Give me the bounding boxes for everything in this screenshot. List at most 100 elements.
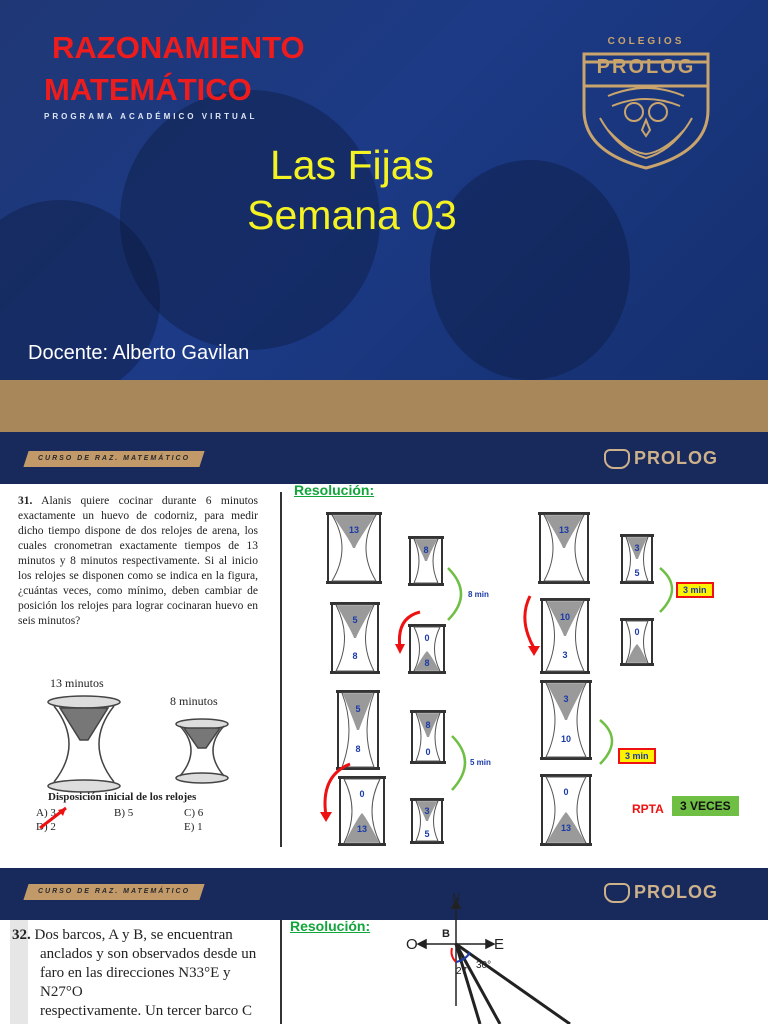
owl-icon xyxy=(603,883,630,904)
problem-31-slide: 31. Alanis quiere cocinar durante 6 minu… xyxy=(0,482,768,864)
course-title-line1: RAZONAMIENTO xyxy=(52,30,305,65)
hourglass-icon xyxy=(408,536,444,586)
angle-27-label: 27° xyxy=(456,966,472,977)
hourglass-bottom-number: 5 xyxy=(634,568,640,578)
problem-number: 32. xyxy=(12,927,31,943)
hourglass-icon xyxy=(540,598,590,674)
hourglass-top-number: 3 xyxy=(563,694,569,705)
hourglass-icon xyxy=(410,710,446,764)
hourglass-top-number: 0 xyxy=(359,788,365,799)
course-title-line2: MATEMÁTICO xyxy=(44,72,252,107)
column-divider xyxy=(280,492,282,847)
hourglass-bottom-number: 3 xyxy=(562,649,568,660)
step-label: 8 min xyxy=(468,590,489,599)
header-brand-text: PROLOG xyxy=(633,448,718,468)
problem-32-statement: 32. Dos barcos, A y B, se encuentran anc… xyxy=(12,926,274,1021)
title-slide: RAZONAMIENTO MATEMÁTICO PROGRAMA ACADÉMI… xyxy=(0,0,768,380)
transition-arrows xyxy=(320,567,674,822)
hourglass-top-number: 8 xyxy=(423,545,429,555)
hourglass-icon xyxy=(540,774,592,846)
hourglass-top-number: 13 xyxy=(558,524,569,535)
hourglass-icon xyxy=(330,602,380,674)
option-e: E) 1 xyxy=(184,821,203,833)
step-label-boxed: 3 min xyxy=(618,748,656,764)
step-label: 5 min xyxy=(470,758,491,767)
hourglass-bottom-number: 0 xyxy=(425,746,431,757)
hourglass-icon xyxy=(326,512,382,584)
hourglass-icon xyxy=(338,776,386,846)
hourglass-top-number: 0 xyxy=(563,786,569,797)
hourglass-bottom-number: 8 xyxy=(355,744,361,755)
answer-value: 3 VECES xyxy=(672,796,739,816)
hourglass-icon xyxy=(620,618,654,666)
compass-west-label: O xyxy=(406,936,418,953)
option-a: A) 3 xyxy=(36,807,56,819)
compass-north-label: N xyxy=(452,892,460,904)
week-title: Semana 03 xyxy=(247,192,457,238)
problem-number: 31. xyxy=(18,495,33,507)
column-divider xyxy=(280,920,282,1024)
logo-prolog-text: PROLOG xyxy=(596,56,696,78)
header-brand-text: PROLOG xyxy=(633,882,718,902)
compass-east-label: E xyxy=(494,936,505,953)
problem-31-statement: 31. Alanis quiere cocinar durante 6 minu… xyxy=(18,494,258,629)
hourglass-top-number: 3 xyxy=(634,543,640,553)
label-8-minutes: 8 minutos xyxy=(170,694,218,708)
problem-32-slide: 32. Dos barcos, A y B, se encuentran anc… xyxy=(0,892,768,1024)
background-photo-shape xyxy=(430,160,630,380)
hourglass-icon xyxy=(408,624,446,674)
compass-diagram xyxy=(416,898,571,1024)
hourglass-top-number: 8 xyxy=(425,719,431,730)
hourglass-top-number: 10 xyxy=(559,611,570,622)
prolog-logo: COLEGIOS PROLOG xyxy=(578,36,714,170)
header-brand: PROLOG xyxy=(603,448,718,470)
answer-label: RPTA xyxy=(632,802,664,816)
hourglass-figure xyxy=(47,695,229,793)
option-b: B) 5 xyxy=(114,807,134,819)
course-tag: CURSO DE RAZ. MATEMÁTICO xyxy=(23,884,205,900)
hourglass-icon xyxy=(538,512,590,584)
hourglass-icon xyxy=(620,534,654,584)
course-tag-text: CURSO DE RAZ. MATEMÁTICO xyxy=(37,888,191,895)
hourglass-top-number: 3 xyxy=(424,806,430,817)
header-brand: PROLOG xyxy=(603,882,718,904)
hourglass-icon xyxy=(410,798,444,844)
hourglass-top-number: 0 xyxy=(424,633,430,643)
hourglass-top-number: 5 xyxy=(352,614,358,625)
resolution-title: Resolución: xyxy=(290,918,371,934)
topic-title: Las Fijas xyxy=(269,142,435,188)
hourglass-bottom-number: 5 xyxy=(424,829,430,840)
slide-header: CURSO DE RAZ. MATEMÁTICO PROLOG xyxy=(0,432,768,484)
problem-line: Dos barcos, A y B, se encuentran xyxy=(34,927,233,943)
hourglass-icon xyxy=(336,690,380,770)
angle-30-label: 30° xyxy=(476,960,492,971)
teacher-name: Docente: Alberto Gavilan xyxy=(28,342,250,364)
hourglass-bottom-number: 10 xyxy=(560,734,571,745)
hourglass-top-number: 13 xyxy=(348,524,359,535)
program-subtitle: PROGRAMA ACADÉMICO VIRTUAL xyxy=(44,112,258,121)
hourglass-bottom-number: 8 xyxy=(424,658,430,668)
label-13-minutes: 13 minutos xyxy=(50,676,104,690)
slide-header: CURSO DE RAZ. MATEMÁTICO PROLOG xyxy=(0,868,768,920)
hourglass-icon xyxy=(540,680,592,760)
gold-band xyxy=(0,380,768,432)
problem-line: anclados y son observados desde un xyxy=(40,946,257,962)
hourglass-bottom-number: 13 xyxy=(356,823,367,834)
problem-text: Alanis quiere cocinar durante 6 minutos … xyxy=(18,495,258,627)
hourglass-bottom-number: 8 xyxy=(352,650,358,661)
option-d: D) 2 xyxy=(36,821,56,833)
problem-line: faro en las direcciones N33°E y N27°O xyxy=(40,965,231,1000)
hourglass-top-number: 0 xyxy=(634,626,640,637)
step-label-boxed: 3 min xyxy=(676,582,714,598)
background-photo-shape xyxy=(120,90,380,350)
problem-line: respectivamente. Un tercer barco C xyxy=(40,1003,252,1019)
hourglass-top-number: 5 xyxy=(355,704,361,715)
figure-caption: Disposición inicial de los relojes xyxy=(48,791,197,803)
logo-colegios-text: COLEGIOS xyxy=(607,36,685,47)
owl-icon xyxy=(603,449,630,470)
watermark-bar xyxy=(10,920,28,1024)
option-c: C) 6 xyxy=(184,807,204,819)
course-tag: CURSO DE RAZ. MATEMÁTICO xyxy=(23,451,205,467)
shield-logo-icon xyxy=(582,52,710,170)
